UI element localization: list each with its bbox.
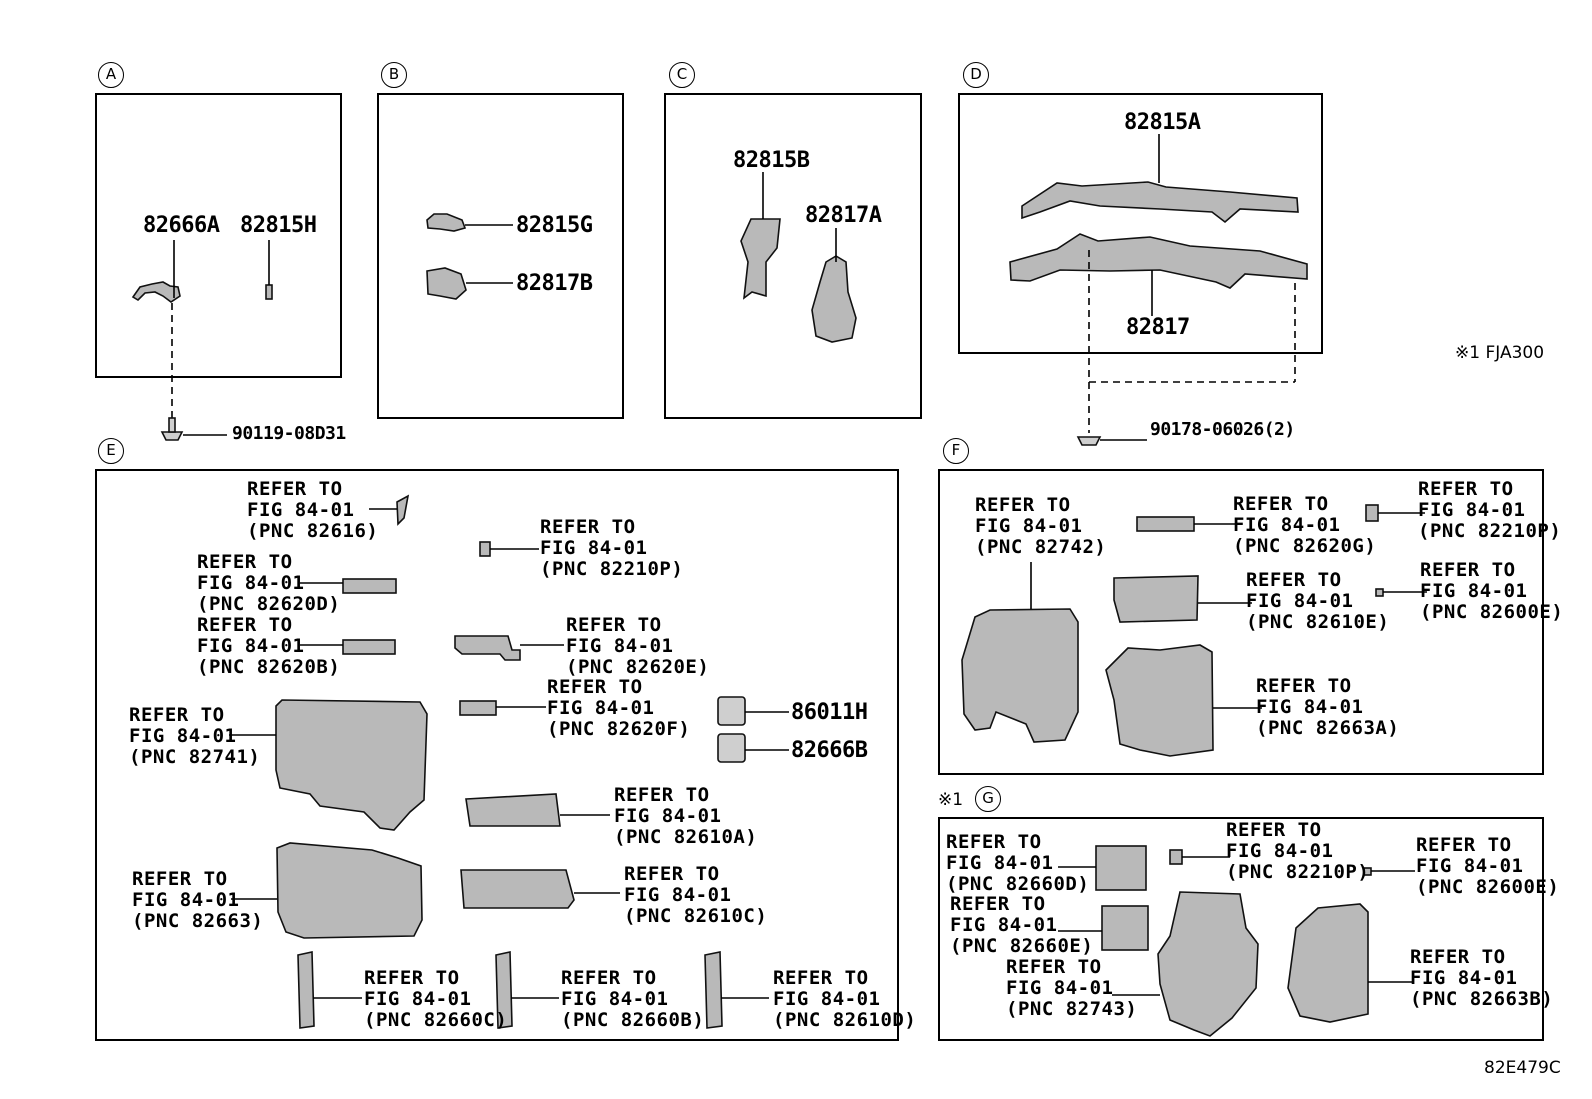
ref-82620e: REFER TO FIG 84-01 (PNC 82620E)	[566, 614, 710, 678]
section-b-box	[377, 93, 624, 419]
section-g-box	[938, 817, 1544, 1041]
ref-82620g: REFER TO FIG 84-01 (PNC 82620G)	[1233, 493, 1377, 557]
ref-g-82600e: REFER TO FIG 84-01 (PNC 82600E)	[1416, 834, 1560, 898]
ref-82620d: REFER TO FIG 84-01 (PNC 82620D)	[197, 551, 341, 615]
section-label-a: A	[98, 62, 124, 88]
ref-g-82210p: REFER TO FIG 84-01 (PNC 82210P)	[1226, 819, 1370, 883]
ref-82610c: REFER TO FIG 84-01 (PNC 82610C)	[624, 863, 768, 927]
diagram-id: 82E479C	[1484, 1058, 1561, 1078]
section-label-d: D	[963, 62, 989, 88]
ref-82660e: REFER TO FIG 84-01 (PNC 82660E)	[950, 893, 1094, 957]
part-82815g: 82815G	[516, 213, 593, 238]
ref-82610a: REFER TO FIG 84-01 (PNC 82610A)	[614, 784, 758, 848]
ref-82663b: REFER TO FIG 84-01 (PNC 82663B)	[1410, 946, 1554, 1010]
ref-82663: REFER TO FIG 84-01 (PNC 82663)	[132, 868, 264, 932]
section-label-g: G	[975, 786, 1001, 812]
section-label-f: F	[943, 438, 969, 464]
ref-82620f: REFER TO FIG 84-01 (PNC 82620F)	[547, 676, 691, 740]
ref-82660b: REFER TO FIG 84-01 (PNC 82660B)	[561, 967, 705, 1031]
ref-f-82210p: REFER TO FIG 84-01 (PNC 82210P)	[1418, 478, 1562, 542]
clip-90178-06026: 90178-06026(2)	[1150, 419, 1295, 440]
section-e-box	[95, 469, 899, 1041]
section-label-c: C	[669, 62, 695, 88]
ref-82741: REFER TO FIG 84-01 (PNC 82741)	[129, 704, 261, 768]
bolt-90119-08d31: 90119-08D31	[232, 423, 346, 444]
section-a-box	[95, 93, 342, 378]
ref-82743: REFER TO FIG 84-01 (PNC 82743)	[1006, 956, 1138, 1020]
part-82817b: 82817B	[516, 271, 593, 296]
section-d-box	[958, 93, 1323, 354]
section-f-box	[938, 469, 1544, 775]
ref-f-82600e: REFER TO FIG 84-01 (PNC 82600E)	[1420, 559, 1564, 623]
part-82815a: 82815A	[1124, 110, 1201, 135]
ref-82610d: REFER TO FIG 84-01 (PNC 82610D)	[773, 967, 917, 1031]
section-c-box	[664, 93, 922, 419]
part-86011h: 86011H	[791, 700, 868, 725]
ref-e-82210p: REFER TO FIG 84-01 (PNC 82210P)	[540, 516, 684, 580]
part-82666a: 82666A	[143, 213, 220, 238]
ref-82660d: REFER TO FIG 84-01 (PNC 82660D)	[946, 831, 1090, 895]
ref-82742: REFER TO FIG 84-01 (PNC 82742)	[975, 494, 1107, 558]
g-note-mark: ※1	[938, 790, 964, 810]
ref-82663a: REFER TO FIG 84-01 (PNC 82663A)	[1256, 675, 1400, 739]
part-82666b: 82666B	[791, 738, 868, 763]
part-82817: 82817	[1126, 315, 1190, 340]
part-82815b: 82815B	[733, 148, 810, 173]
ref-82610e: REFER TO FIG 84-01 (PNC 82610E)	[1246, 569, 1390, 633]
section-label-e: E	[98, 438, 124, 464]
ref-82616: REFER TO FIG 84-01 (PNC 82616)	[247, 478, 379, 542]
part-82815h: 82815H	[240, 213, 317, 238]
ref-82660c: REFER TO FIG 84-01 (PNC 82660C)	[364, 967, 508, 1031]
ref-82620b: REFER TO FIG 84-01 (PNC 82620B)	[197, 614, 341, 678]
section-label-b: B	[381, 62, 407, 88]
footnote-fja300: ※1 FJA300	[1455, 343, 1545, 363]
part-82817a: 82817A	[805, 203, 882, 228]
